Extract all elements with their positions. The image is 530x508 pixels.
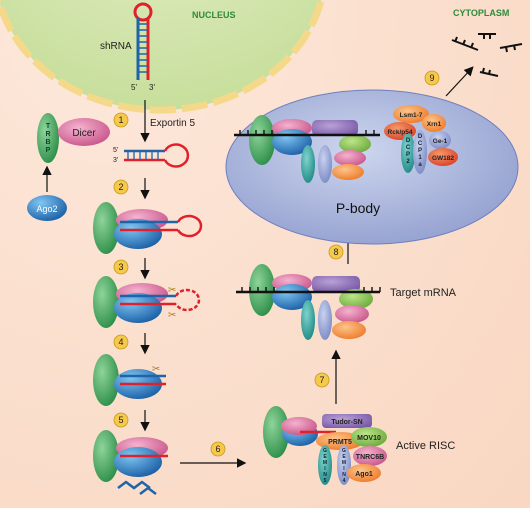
shrna-label: shRNA <box>100 41 132 52</box>
step-3-number: 3 <box>118 262 123 272</box>
step-2-number: 2 <box>118 182 123 192</box>
tudor-label: Tudor-SN <box>331 419 362 426</box>
trbp-protein <box>37 113 59 163</box>
complex-step4: ✂ <box>93 354 166 406</box>
complex-step5 <box>93 430 168 495</box>
target-mrna-complex <box>236 264 381 340</box>
step-5-marker: 5 <box>113 412 129 428</box>
dicer-protein <box>58 118 110 146</box>
step-5-number: 5 <box>118 415 123 425</box>
prmt5-label: PRMT5 <box>328 439 352 446</box>
dicer-label: Dicer <box>72 128 96 139</box>
step-9-number: 9 <box>429 73 434 83</box>
step-6-number: 6 <box>215 444 220 454</box>
step-8-marker: 8 <box>328 244 344 260</box>
exported-five-prime: 5' <box>113 147 118 154</box>
exported-three-prime: 3' <box>113 157 118 164</box>
step-1-number: 1 <box>118 115 123 125</box>
step-markers: 1 2 3 4 5 6 7 8 9 <box>113 70 440 457</box>
mov10-label: MOV10 <box>357 435 381 442</box>
three-prime-label: 3' <box>149 83 155 92</box>
step-4-marker: 4 <box>113 334 129 350</box>
step-6-marker: 6 <box>210 441 226 457</box>
scissors-icon: ✂ <box>168 310 176 321</box>
ago1-label: Ago1 <box>355 471 373 478</box>
rck-label: Rck/p54 <box>388 129 413 136</box>
active-risc-label: Active RISC <box>396 440 455 452</box>
step-3-marker: 3 <box>113 259 129 275</box>
shrna-hairpin <box>133 2 153 80</box>
exportin-label: Exportin 5 <box>150 118 195 129</box>
scissors-icon: ✂ <box>168 285 176 296</box>
complex-step3: ✂ ✂ <box>93 276 201 328</box>
p-body <box>225 89 519 245</box>
five-prime-label: 5' <box>131 83 137 92</box>
step-4-number: 4 <box>118 337 123 347</box>
target-mrna-label: Target mRNA <box>390 287 457 299</box>
complex-step2 <box>93 202 203 254</box>
degraded-mrna-fragments <box>451 33 523 77</box>
gw182-label: GW182 <box>432 155 454 162</box>
exported-shrna <box>124 143 190 168</box>
p-body-label: P-body <box>336 200 380 216</box>
active-risc-complex <box>263 406 387 485</box>
ago2-protein <box>27 195 67 221</box>
step-9-marker: 9 <box>424 70 440 86</box>
lsm-label: Lsm1-7 <box>400 112 423 119</box>
xrn1-label: Xrn1 <box>427 121 442 128</box>
step-8-number: 8 <box>333 247 338 257</box>
tnrc6b-label: TNRC6B <box>356 454 384 461</box>
step-7-marker: 7 <box>314 372 330 388</box>
step-1-marker: 1 <box>113 112 129 128</box>
step-2-marker: 2 <box>113 179 129 195</box>
cytoplasm-label: CYTOPLASM <box>453 8 509 18</box>
ago2-label: Ago2 <box>36 204 57 214</box>
pbody-proteins <box>384 105 458 174</box>
step-7-number: 7 <box>319 375 324 385</box>
nucleus-label: NUCLEUS <box>192 10 236 20</box>
ge1-label: Ge-1 <box>433 138 448 145</box>
pbody-risc-complex <box>234 115 380 183</box>
step9-arrow <box>445 66 474 97</box>
nucleus <box>0 0 325 114</box>
scissors-icon: ✂ <box>152 364 160 375</box>
